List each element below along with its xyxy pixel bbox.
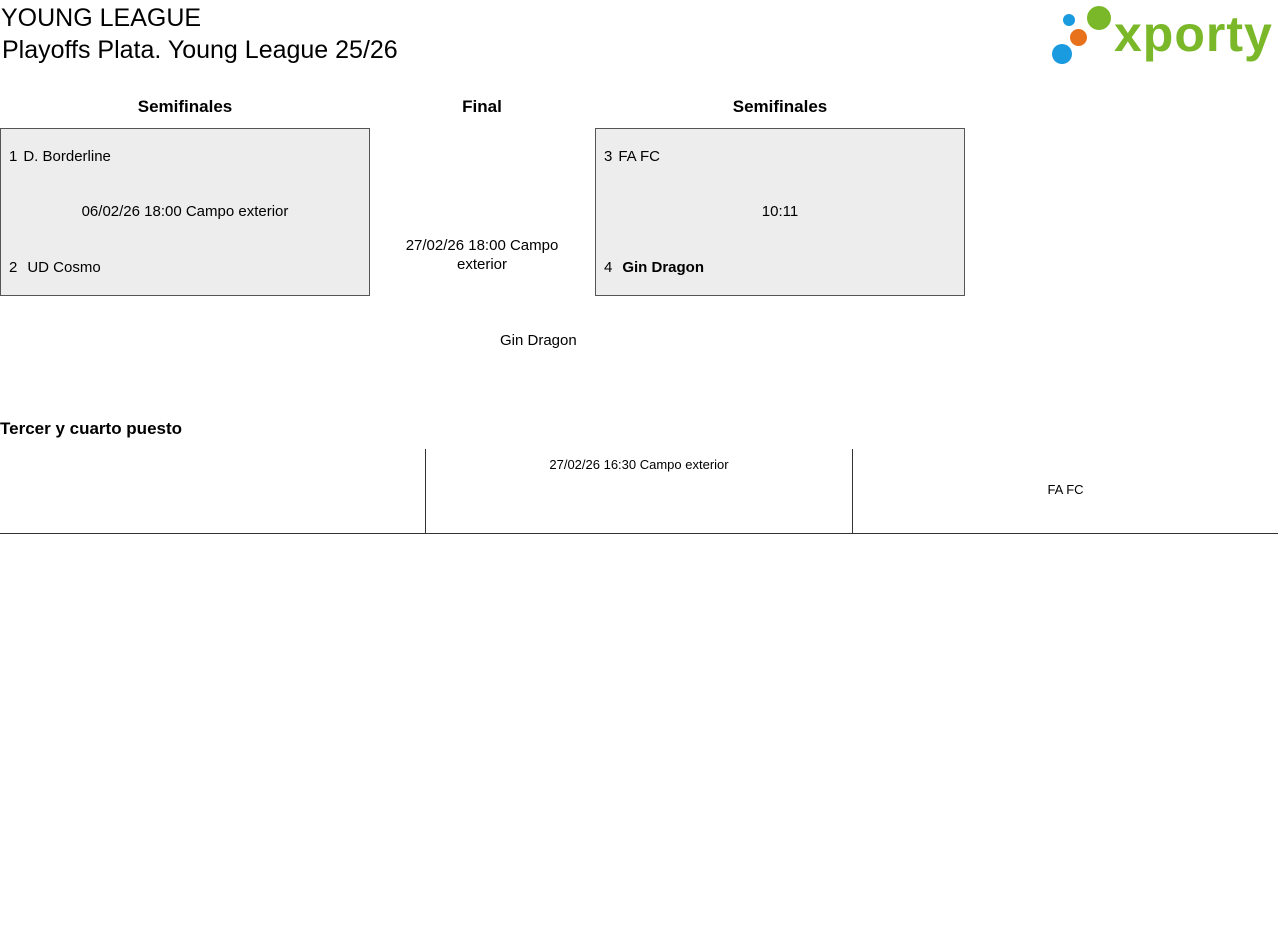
team-name: D. Borderline — [23, 148, 111, 165]
team-slot-3[interactable]: 3 FA FC — [604, 147, 660, 167]
team-name: FA FC — [1047, 482, 1084, 497]
match-score: 10:11 — [761, 203, 799, 220]
match-info: 06/02/26 18:00 Campo exterior — [81, 203, 289, 220]
team-seed: 3 — [604, 148, 613, 165]
round-heading-semifinal-left: Semifinales — [137, 97, 233, 116]
team-slot-4[interactable]: 4 Gin Dragon — [604, 258, 704, 278]
semifinal-right-match[interactable]: 3 FA FC 10:11 4 Gin Dragon — [595, 128, 965, 296]
team-slot-2[interactable]: 2 UD Cosmo — [9, 258, 101, 278]
team-name-winner: Gin Dragon — [622, 259, 705, 276]
final-match-info[interactable]: 27/02/26 18:00 Campo exterior — [405, 237, 559, 273]
third-place-heading: Tercer y cuarto puesto — [0, 419, 183, 438]
team-name: FA FC — [618, 148, 661, 165]
logo-dot-orange — [1070, 29, 1087, 46]
team-slot-1[interactable]: 1 D. Borderline — [9, 147, 111, 167]
team-seed: 4 — [604, 259, 613, 276]
round-heading-semifinal-right: Semifinales — [732, 97, 828, 116]
xporty-logo[interactable]: xporty — [1052, 4, 1276, 68]
third-place-right-team[interactable]: FA FC — [853, 449, 1278, 534]
team-seed: 1 — [9, 148, 18, 165]
round-heading-final: Final — [462, 97, 502, 116]
match-info: 27/02/26 16:30 Campo exterior — [549, 457, 729, 472]
league-title: YOUNG LEAGUE — [1, 4, 202, 32]
logo-dot-blue — [1052, 44, 1072, 64]
semifinal-left-match[interactable]: 1 D. Borderline 06/02/26 18:00 Campo exte… — [0, 128, 370, 296]
team-name: UD Cosmo — [27, 259, 101, 276]
logo-wordmark: xporty — [1114, 6, 1273, 62]
logo-dot-green — [1087, 6, 1111, 30]
third-place-left-team[interactable] — [0, 449, 426, 534]
final-winner: Gin Dragon — [500, 332, 577, 349]
page-title: Playoffs Plata. Young League 25/26 — [2, 36, 398, 64]
logo-dot-blue-small — [1063, 14, 1075, 26]
team-seed: 2 — [9, 259, 18, 276]
third-place-match[interactable]: 27/02/26 16:30 Campo exterior — [426, 449, 853, 534]
